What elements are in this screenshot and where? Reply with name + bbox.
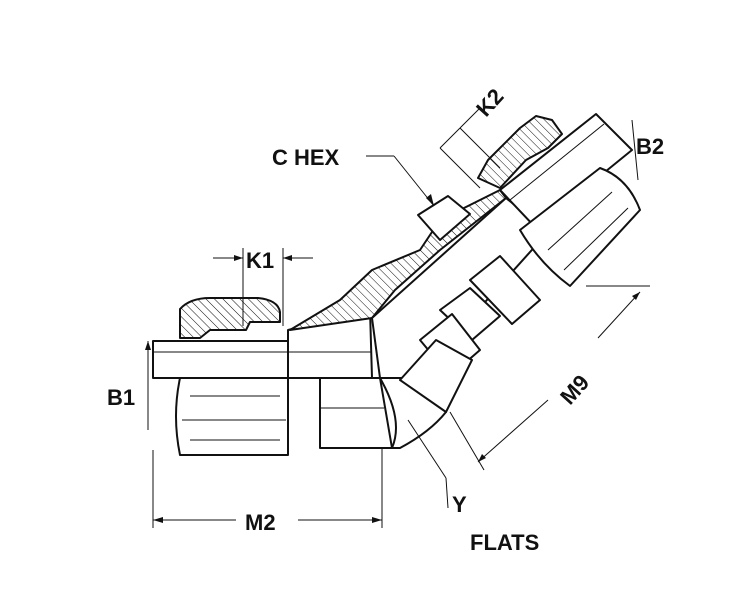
right-block-4 xyxy=(399,339,473,413)
k1-label: K1 xyxy=(246,248,274,273)
left-nut-section xyxy=(179,297,281,339)
right-nut-section xyxy=(477,115,563,189)
right-tube xyxy=(499,113,633,229)
b2-label: B2 xyxy=(636,134,664,159)
b1-label: B1 xyxy=(107,385,135,410)
right-block-1 xyxy=(469,255,541,325)
body-lower-left xyxy=(319,377,393,449)
elbow-body xyxy=(289,189,549,449)
c-hex-block xyxy=(417,195,471,241)
left-branch xyxy=(152,297,393,456)
right-branch xyxy=(399,113,641,413)
c-hex-label: C HEX xyxy=(272,145,340,170)
m9-label: M9 xyxy=(555,370,594,409)
flats-label: FLATS xyxy=(470,530,539,555)
m2-label: M2 xyxy=(245,510,276,535)
dimensions xyxy=(145,107,650,528)
right-nut xyxy=(519,167,641,287)
y-label: Y xyxy=(452,492,467,517)
k2-label: K2 xyxy=(471,84,508,122)
left-tube xyxy=(152,340,289,379)
left-nut xyxy=(175,377,289,456)
